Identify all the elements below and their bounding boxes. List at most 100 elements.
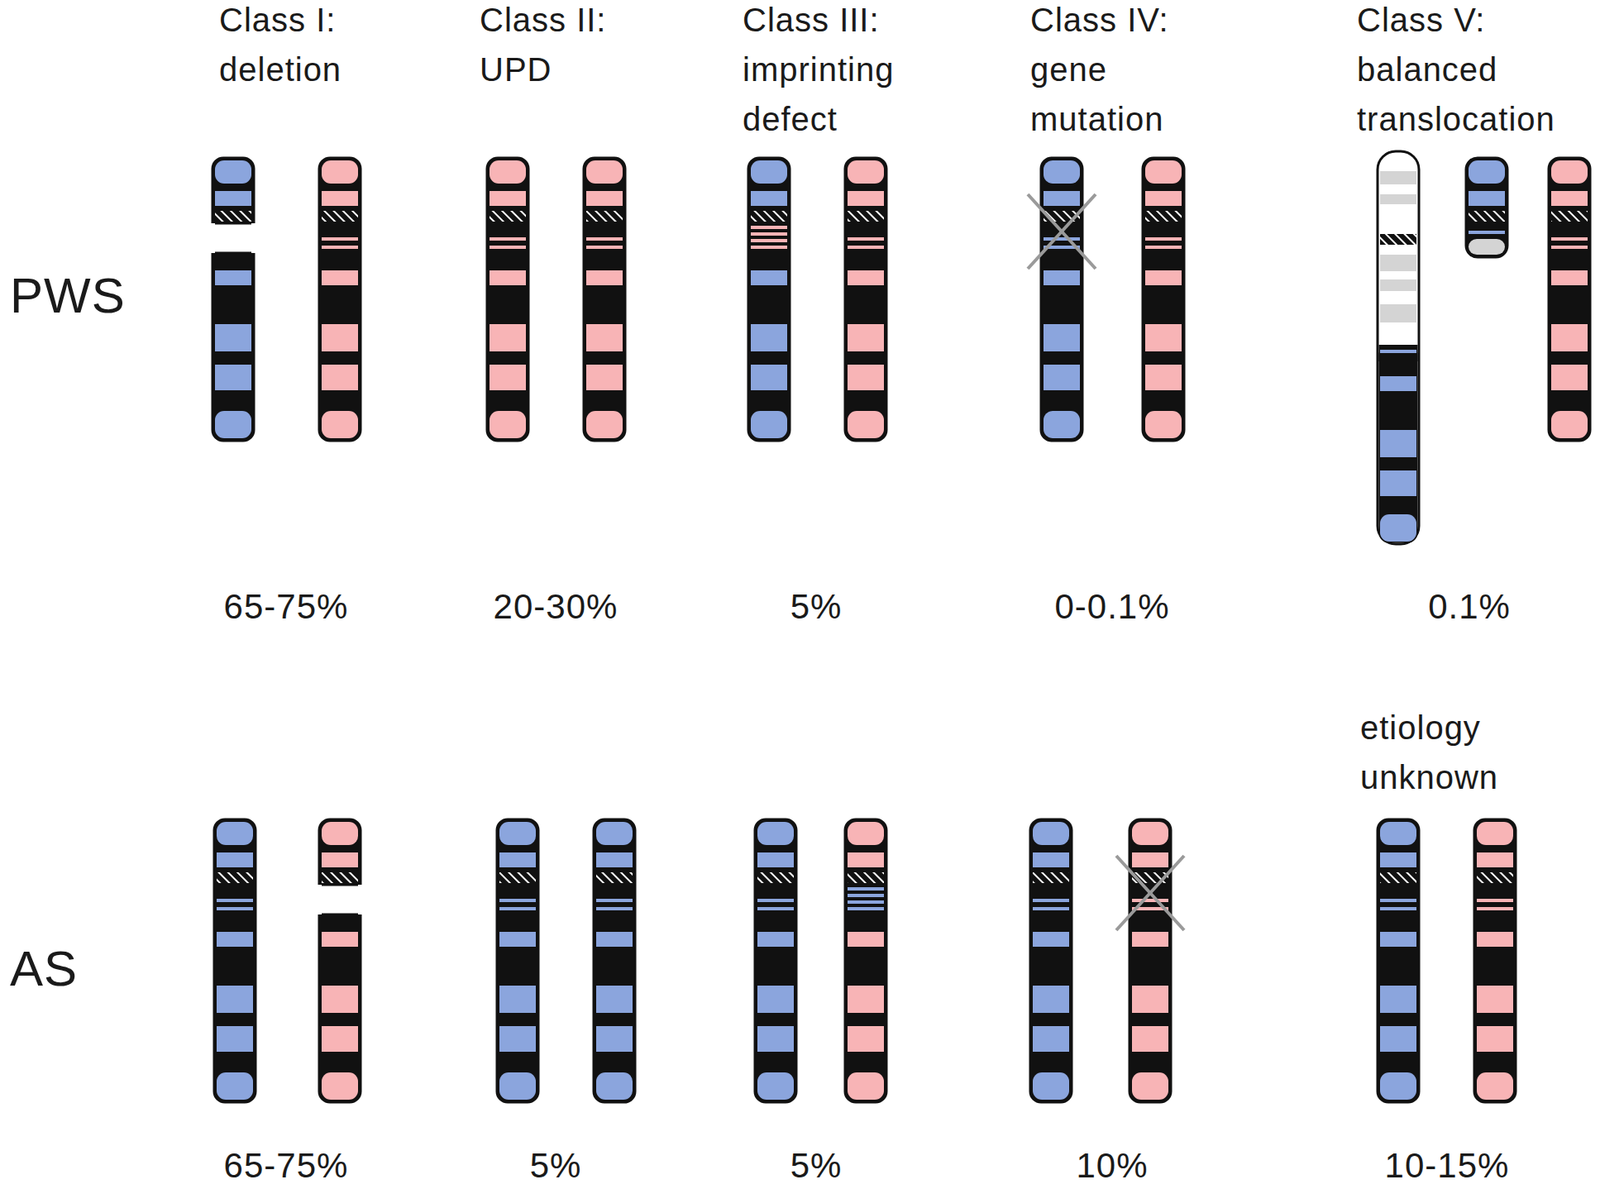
chromosome-band [216, 821, 254, 846]
chromosome-band [1131, 1026, 1169, 1052]
chromosome [214, 819, 256, 1103]
gray-band [1468, 238, 1505, 255]
chromosome-band [586, 364, 623, 391]
chromosome-band [216, 898, 254, 903]
chromosome-band [750, 410, 788, 439]
chromosome-band [847, 270, 884, 286]
chromosome-band [214, 160, 252, 184]
chromosome-band [750, 324, 788, 352]
chromosome [496, 819, 539, 1103]
chromosome-band [596, 821, 633, 846]
chromosome-band [757, 985, 794, 1013]
chromosome-band [1551, 237, 1588, 241]
deletion-edge [214, 222, 252, 225]
imprint-region [847, 885, 884, 914]
centromere [586, 210, 623, 222]
chromosome-band [321, 270, 359, 286]
chromosome-band [1476, 852, 1514, 868]
chromosome-band [489, 364, 526, 391]
chromosome [319, 819, 361, 1103]
centromere [321, 210, 359, 222]
percentage: 0.1% [1428, 586, 1511, 628]
percentage: 10% [1075, 1145, 1148, 1187]
chromosome-band [321, 931, 359, 947]
chromosome-band [489, 270, 526, 286]
class-heading: Class I: deletion [219, 0, 385, 95]
chromosome-band [596, 852, 633, 868]
chromosome-band [1043, 237, 1080, 241]
chromosome [1379, 344, 1419, 544]
chromosome-band [1131, 1072, 1169, 1100]
chromosome [1474, 819, 1516, 1103]
chromosome-band [1380, 1072, 1417, 1100]
deletion-edge [214, 252, 252, 255]
chromosome-band [1131, 821, 1169, 846]
gray-band [1380, 254, 1417, 272]
chromosome-band [757, 1072, 794, 1100]
chromosome-band [321, 852, 359, 868]
chromosome-band [1380, 514, 1417, 542]
imprint-stripe [847, 900, 884, 904]
chromosome-band [1145, 410, 1182, 439]
centromere [1380, 234, 1417, 245]
chromosome [583, 157, 626, 441]
chromosome-band [1380, 898, 1417, 903]
chromosome-band [489, 160, 526, 184]
chromosome-band [321, 324, 359, 352]
chromosome [487, 157, 529, 441]
chromosome-band [489, 410, 526, 439]
chromosome-band [216, 1026, 254, 1052]
chromosome-band [1043, 324, 1080, 352]
chromosome-band [499, 821, 536, 846]
chromosome [593, 819, 636, 1103]
chromosome-band [1145, 364, 1182, 391]
chromosome-band [499, 1072, 536, 1100]
chromosome-band [586, 160, 623, 184]
imprint-stripe [750, 238, 788, 243]
chromosome-band [596, 1026, 633, 1052]
chromosome-band [586, 410, 623, 439]
centromere [489, 210, 526, 222]
chromosome-band [1131, 985, 1169, 1013]
chromosome-band [1380, 985, 1417, 1013]
chromosome-band [847, 985, 884, 1013]
chromosome-band [1476, 821, 1514, 846]
chromosome-band [1145, 324, 1182, 352]
syndrome-label: AS [9, 940, 78, 999]
chromosome [1041, 157, 1083, 441]
chromosome-band [847, 237, 884, 241]
mutation-cross [1116, 855, 1185, 931]
chromosome [212, 157, 254, 441]
chromosome-band [1380, 852, 1417, 868]
chromosome-band [214, 364, 252, 391]
chromosome-band [750, 191, 788, 206]
chromosome-band [847, 324, 884, 352]
class-heading: Class III: imprinting defect [742, 0, 950, 144]
chromosome [748, 157, 790, 441]
chromosome-band [757, 852, 794, 868]
chromosome [1129, 819, 1171, 1103]
chromosome-band [847, 1072, 884, 1100]
chromosome-band [847, 410, 884, 439]
derivative-chromosome [1466, 157, 1508, 258]
chromosome-band [214, 410, 252, 439]
syndrome-label: PWS [9, 267, 126, 325]
chromosome-band [1145, 245, 1182, 249]
chromosome-band [321, 985, 359, 1013]
chromosome-band [847, 931, 884, 947]
chromosome-band [1131, 898, 1169, 903]
centromere [757, 872, 794, 884]
chromosome-band [1476, 985, 1514, 1013]
deletion-gap [209, 223, 258, 254]
centromere [1380, 872, 1417, 884]
chromosome-band [1468, 191, 1505, 206]
chromosome-band [596, 898, 633, 903]
chromosome-band [499, 931, 536, 947]
chromosome-band [1551, 160, 1588, 184]
chromosome-band [1032, 931, 1070, 947]
chromosome-band [216, 931, 254, 947]
chromosome-band [847, 852, 884, 868]
chromosome-band [847, 1026, 884, 1052]
chromosome-band [847, 907, 884, 911]
chromosome-band [216, 985, 254, 1013]
